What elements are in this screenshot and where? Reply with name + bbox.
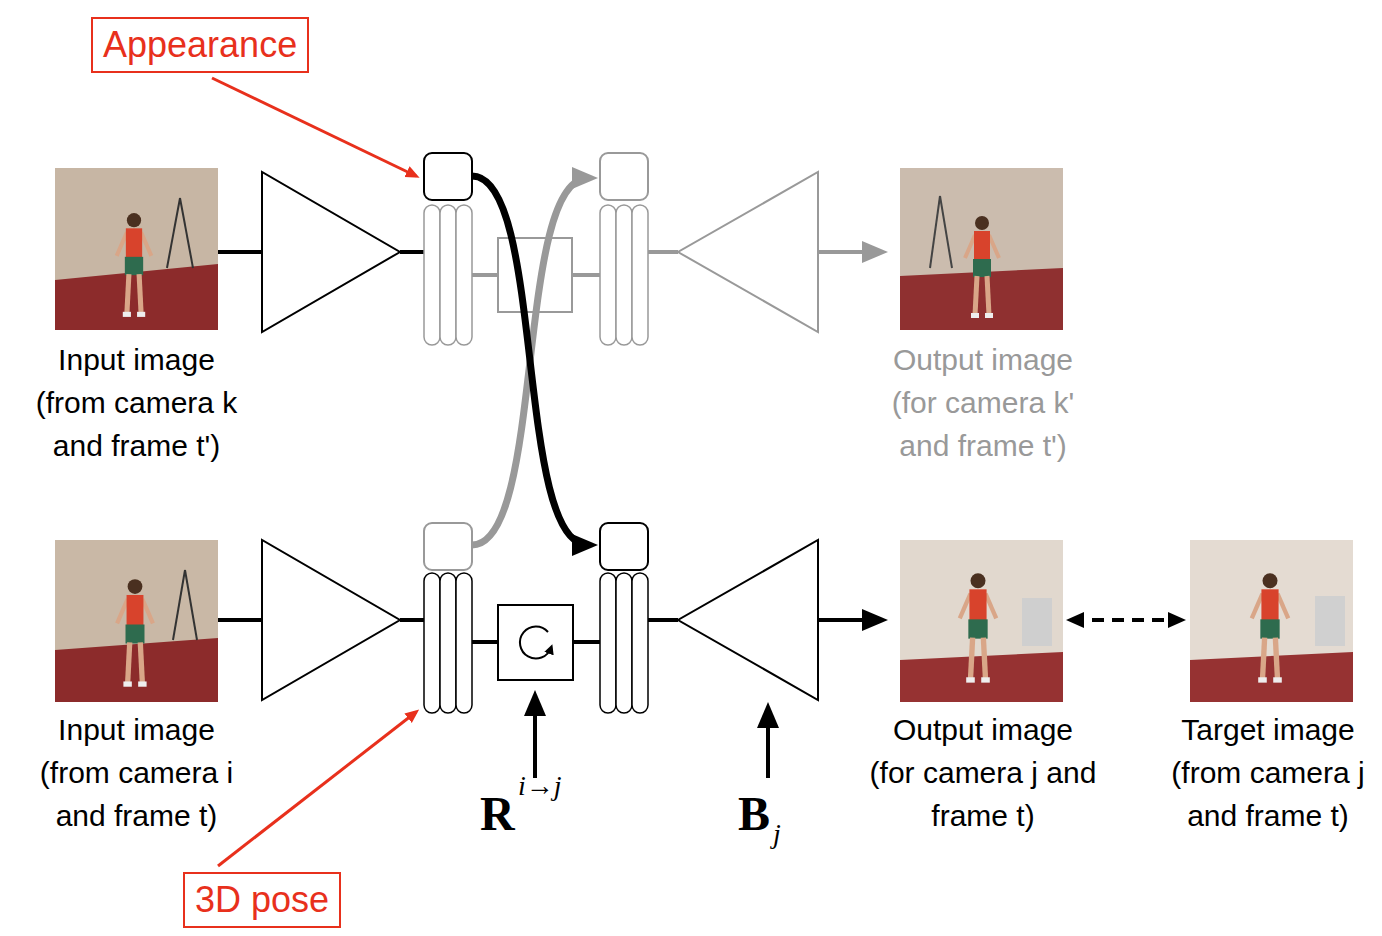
art-part [600, 573, 616, 713]
callout-text: Appearance [103, 24, 297, 65]
art-part [1315, 596, 1345, 646]
art-part [167, 198, 180, 268]
art-part [940, 196, 952, 268]
art-part [424, 573, 440, 713]
rotation-symbol [520, 627, 551, 659]
art-part [400, 618, 424, 622]
art-part [632, 205, 648, 345]
art-part [440, 573, 456, 713]
art-part [262, 172, 400, 332]
image-caption: Target image (from camera j and frame t) [1153, 708, 1382, 837]
math-symbol: B [738, 786, 770, 841]
target-photo [1190, 540, 1353, 702]
art-part [600, 205, 616, 345]
art-part [424, 205, 440, 345]
input-photo [55, 540, 218, 702]
art-part [616, 205, 632, 345]
art-part [55, 638, 218, 702]
art-part [55, 540, 218, 702]
art-part [900, 268, 1063, 330]
art-part [262, 540, 400, 700]
input-arrow [533, 700, 537, 778]
art-part [1022, 598, 1052, 646]
art-part [185, 570, 197, 640]
art-part [180, 198, 193, 268]
art-part [960, 573, 996, 682]
art-part [648, 250, 678, 254]
art-part [456, 573, 472, 713]
art-part [117, 579, 153, 687]
art-part [572, 273, 600, 277]
art-part [900, 652, 1063, 702]
art-part [900, 540, 1063, 702]
art-part [1190, 652, 1353, 702]
output-photo [900, 540, 1063, 702]
art-part [440, 205, 456, 345]
leader-line [218, 712, 416, 866]
image-caption: Output image (for camera j and frame t) [868, 708, 1098, 837]
art-part [616, 573, 632, 713]
output-photo [900, 168, 1063, 330]
art-part [472, 640, 498, 644]
compare-arrow [1072, 618, 1180, 622]
art-part [965, 216, 999, 318]
image-caption: Input image (from camera i and frame t) [24, 708, 249, 837]
art-part [818, 618, 878, 622]
art-part [930, 196, 940, 268]
image-caption: Output image (for camera k' and frame t'… [868, 338, 1098, 467]
art-part [1252, 573, 1288, 682]
callout-box: 3D pose [183, 872, 341, 928]
art-part [472, 273, 498, 277]
input-arrow [766, 712, 770, 778]
art-part [424, 523, 472, 570]
art-part [600, 523, 648, 570]
callout-text: 3D pose [195, 879, 329, 920]
math-subscript: j [773, 818, 781, 850]
art-part [573, 640, 600, 644]
image-caption: Input image (from camera k and frame t') [24, 338, 249, 467]
art-part [456, 205, 472, 345]
art-part [173, 570, 185, 640]
art-part [424, 153, 472, 200]
art-part [117, 213, 152, 317]
art-part [218, 618, 262, 622]
art-part [55, 168, 218, 330]
callout-box: Appearance [91, 17, 309, 73]
art-part [818, 250, 878, 254]
art-part [900, 168, 1063, 330]
swap-arrow [472, 176, 588, 545]
art-part [648, 618, 678, 622]
art-part [600, 153, 648, 200]
art-part [1190, 540, 1353, 702]
art-part [400, 250, 424, 254]
math-superscript: i→j [518, 770, 562, 802]
art-part [632, 573, 648, 713]
art-part [678, 172, 818, 332]
art-part [678, 540, 818, 700]
art-part [218, 250, 262, 254]
input-photo [55, 168, 218, 330]
leader-line [212, 78, 416, 176]
math-symbol: R [480, 786, 515, 841]
art-part [498, 605, 573, 680]
